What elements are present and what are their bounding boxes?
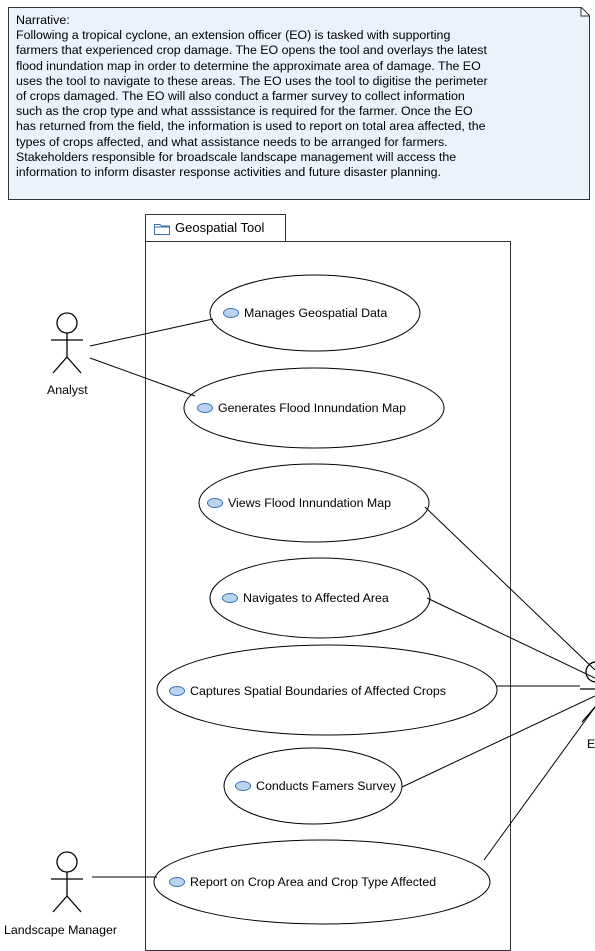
use-case-ellipse[interactable] (198, 463, 430, 543)
narrative-line: such as the crop type and what asssistan… (16, 104, 473, 119)
use-case-ellipse[interactable] (156, 644, 498, 736)
use-case-icon (223, 307, 239, 318)
use-case-ellipse[interactable] (183, 367, 445, 449)
use-case-label: Generates Flood Innundation Map (218, 401, 407, 415)
narrative-line: uses the tool to navigate to these areas… (16, 73, 488, 88)
use-case-ellipse[interactable] (209, 274, 421, 352)
narrative-line: farmers that experienced crop damage. Th… (16, 43, 487, 58)
narrative-line: flood inundation map in order to determi… (16, 58, 481, 73)
use-case-label: Manages Geospatial Data (244, 306, 388, 320)
use-case-conducts-survey[interactable]: Conducts Famers Survey (235, 779, 396, 793)
use-case-views-flood-map[interactable]: Views Flood Innundation Map (207, 496, 391, 510)
use-case-label: Captures Spatial Boundaries of Affected … (190, 684, 446, 698)
association-line (89, 357, 196, 397)
package-name: Geospatial Tool (175, 220, 265, 235)
analyst-actor-figure[interactable] (51, 312, 83, 374)
association-line (89, 318, 214, 347)
use-case-generates-flood-map[interactable]: Generates Flood Innundation Map (197, 401, 406, 415)
use-case-icon (197, 402, 213, 413)
use-case-icon (207, 497, 223, 508)
use-case-captures-boundaries[interactable]: Captures Spatial Boundaries of Affected … (169, 684, 446, 698)
use-case-navigates-to-area[interactable]: Navigates to Affected Area (222, 591, 389, 605)
narrative-line: information to inform disaster response … (16, 165, 441, 180)
use-case-ellipse[interactable] (209, 557, 431, 639)
use-case-report-crop-area[interactable]: Report on Crop Area and Crop Type Affect… (169, 875, 436, 889)
use-case-icon (169, 876, 185, 887)
landscape-manager-label: Landscape Manager (4, 923, 117, 937)
use-case-icon (222, 592, 238, 603)
narrative-line: types of crops affected, and what assist… (16, 134, 448, 149)
use-case-manages-geospatial-data[interactable]: Manages Geospatial Data (223, 306, 387, 320)
use-case-ellipse[interactable] (153, 839, 491, 925)
association-line (424, 506, 595, 671)
use-case-label: Navigates to Affected Area (243, 591, 389, 605)
use-case-label: Conducts Famers Survey (256, 779, 396, 793)
analyst-label: Analyst (47, 383, 88, 397)
association-line (426, 597, 595, 679)
narrative-line: Following a tropical cyclone, an extensi… (16, 28, 451, 43)
eo-actor-figure[interactable] (580, 661, 595, 723)
use-case-label: Report on Crop Area and Crop Type Affect… (190, 875, 437, 889)
folder-icon (154, 223, 170, 235)
package-tab[interactable]: Geospatial Tool (145, 214, 286, 241)
narrative-note: Narrative: Following a tropical cyclone,… (8, 7, 590, 200)
use-case-label: Views Flood Innundation Map (228, 496, 392, 510)
note-fold-corner (580, 7, 590, 17)
eo-label: E (587, 737, 595, 751)
narrative-line: has returned from the field, the informa… (16, 119, 486, 134)
association-line (483, 706, 595, 861)
narrative-text: Narrative: Following a tropical cyclone,… (16, 13, 589, 180)
use-case-icon (235, 780, 251, 791)
use-case-icon (169, 685, 185, 696)
association-line (401, 695, 595, 788)
narrative-line: Stakeholders responsible for broadscale … (16, 149, 457, 164)
narrative-line: of crops damaged. The EO will also condu… (16, 89, 465, 104)
narrative-title: Narrative: (16, 13, 70, 27)
use-case-ellipse[interactable] (223, 747, 403, 825)
landscape-manager-actor-figure[interactable] (51, 851, 83, 913)
